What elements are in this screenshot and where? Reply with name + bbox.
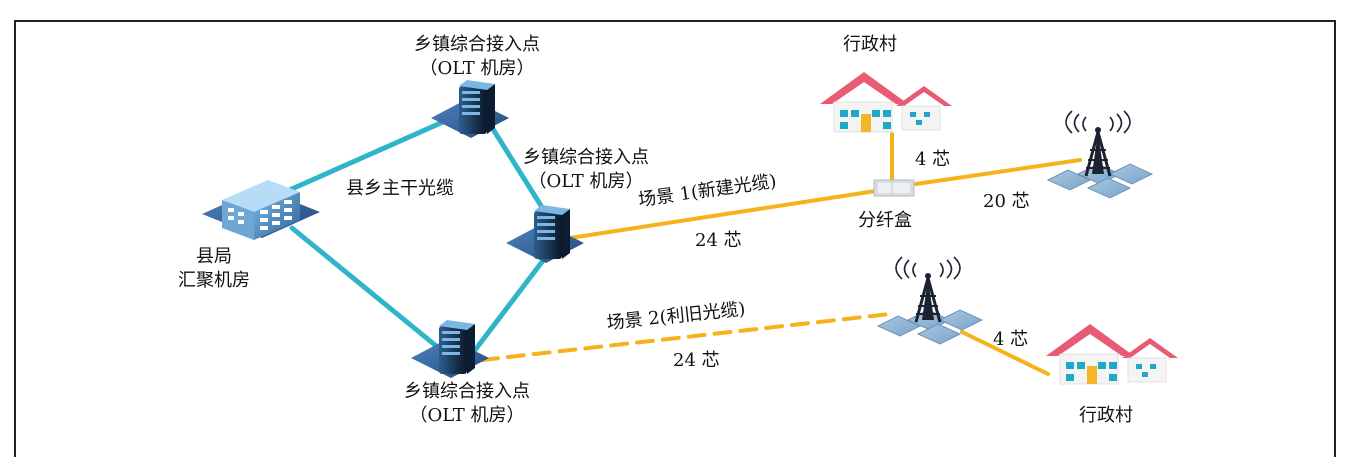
base-station-tower-icon-top [1046,110,1154,199]
trunk-cable-county-to-olt-bottom [289,225,449,357]
county-building-icon [202,180,320,240]
olt-bottom-title-line1: 乡镇综合接入点 [404,381,530,402]
county-title-line1: 县局 [196,246,232,267]
scenario2-fiber-count: 24 芯 [673,350,720,371]
service-cable-lines [480,132,1082,376]
bottom-village-label: 行政村 [1079,405,1133,426]
trunk-cable-olt-top-to-olt-mid [483,115,553,223]
frame-left-line [14,20,16,457]
tower-fiber-count: 20 芯 [983,191,1030,212]
olt-server-icon-middle [506,205,584,263]
top-village-label: 行政村 [843,34,897,55]
olt-server-icon-bottom [411,320,489,378]
scenario2-dashed-cable [480,312,892,362]
olt-bottom-title-line2: （OLT 机房） [409,405,525,426]
bottom-village-fiber-count: 4 芯 [993,329,1029,350]
village-house-icon-bottom [1046,324,1178,385]
olt-server-icon-top [431,80,509,138]
splitter-box-label: 分纤盒 [858,210,912,231]
scenario1-cable [568,188,884,240]
top-village-fiber-count: 4 芯 [915,149,951,170]
olt-mid-title-line2: （OLT 机房） [528,171,644,192]
scenario1-fiber-count: 24 芯 [695,230,742,251]
olt-mid-title-line1: 乡镇综合接入点 [523,147,649,168]
trunk-cable-county-to-olt-top [273,107,473,199]
trunk-cable-olt-mid-to-olt-bottom [469,251,551,357]
fiber-splitter-box-icon [873,179,915,197]
county-title-line2: 汇聚机房 [178,270,250,291]
tower-to-village-cable [960,330,1050,376]
frame-top-line [14,20,1336,22]
olt-top-title-line1: 乡镇综合接入点 [414,34,540,55]
splitter-to-tower-cable [914,158,1082,186]
trunk-cable-label: 县乡主干光缆 [346,178,454,199]
frame-right-line [1334,20,1336,457]
base-station-tower-icon-bottom [876,256,984,345]
village-house-icon-top [820,72,952,133]
olt-top-title-line2: （OLT 机房） [419,58,535,79]
trunk-cable-lines [273,107,553,357]
